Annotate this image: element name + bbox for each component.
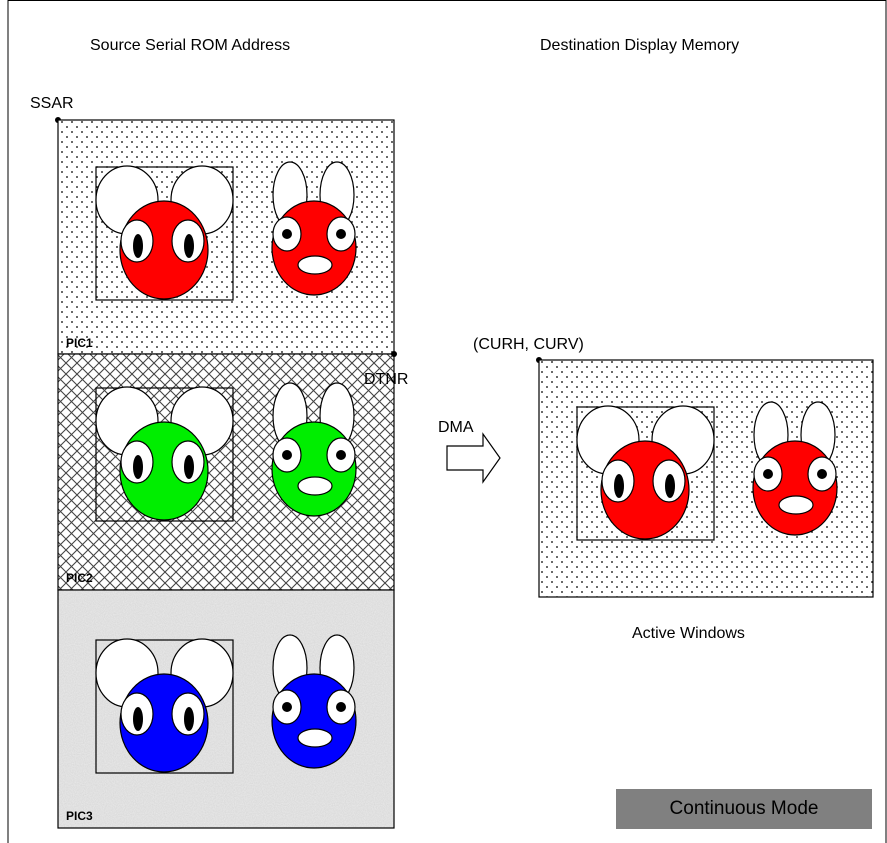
mouth-shape [297, 728, 333, 748]
pic3-block: PIC3 [57, 589, 395, 829]
pupil-shape [336, 229, 346, 239]
pic1-label: PIC1 [66, 336, 93, 350]
pupil-shape [184, 234, 194, 258]
selection-box [95, 639, 234, 774]
pupil-shape [133, 707, 143, 731]
pupil-shape [133, 234, 143, 258]
source-title: Source Serial ROM Address [90, 37, 290, 54]
dma-arrow-icon [446, 432, 501, 484]
selection-box [95, 166, 234, 301]
pupil-shape [665, 474, 675, 498]
mouth-shape [778, 495, 814, 515]
pupil-shape [282, 229, 292, 239]
pic2-label: PIC2 [66, 571, 93, 585]
dtnr-point [391, 351, 397, 357]
pupil-shape [282, 450, 292, 460]
dtnr-label: DTNR [364, 371, 408, 388]
pupil-shape [614, 474, 624, 498]
selection-box [95, 387, 234, 522]
pupil-shape [282, 702, 292, 712]
pic1-faces [95, 161, 357, 301]
pic3-label: PIC3 [66, 809, 93, 823]
face-layer [95, 161, 838, 774]
pic3-faces [95, 634, 357, 774]
mouth-shape [297, 255, 333, 275]
active-windows-label: Active Windows [632, 625, 745, 642]
pupil-shape [133, 455, 143, 479]
pupil-shape [336, 702, 346, 712]
active-window-faces [576, 401, 838, 541]
dma-label: DMA [438, 419, 474, 436]
pupil-shape [763, 469, 773, 479]
pupil-shape [184, 455, 194, 479]
ssar-label: SSAR [30, 95, 74, 112]
pupil-shape [184, 707, 194, 731]
mode-label: Continuous Mode [669, 798, 819, 819]
mode-badge: Continuous Mode [616, 789, 872, 829]
pupil-shape [336, 450, 346, 460]
pupil-shape [817, 469, 827, 479]
selection-box [576, 406, 715, 541]
destination-title: Destination Display Memory [540, 37, 739, 54]
pic2-faces [95, 382, 357, 522]
curh-curv-label: (CURH, CURV) [473, 336, 584, 353]
mouth-shape [297, 476, 333, 496]
